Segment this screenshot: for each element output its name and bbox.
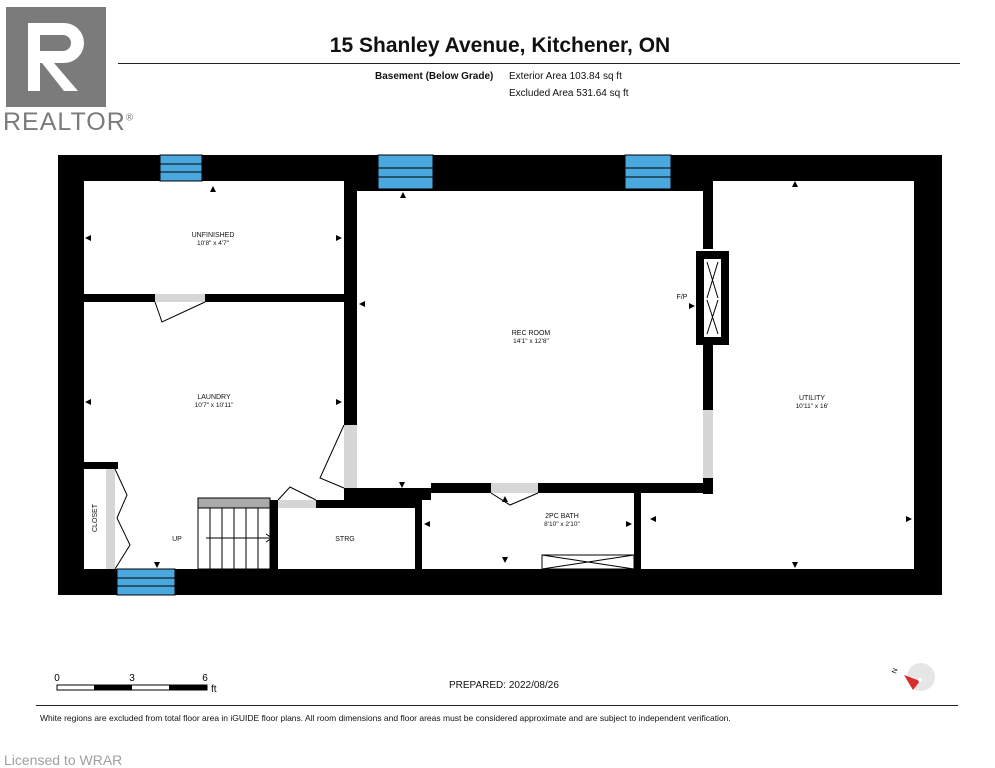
room-rec-dims: 14'1" x 12'8" (513, 338, 549, 345)
room-bath-name: 2PC BATH (545, 513, 579, 520)
prepared-date: PREPARED: 2022/08/26 (449, 680, 559, 691)
realtor-logo-icon (6, 7, 106, 107)
excluded-area: Excluded Area 531.64 sq ft (509, 88, 629, 99)
interior-walls (84, 169, 914, 570)
level-label: Basement (Below Grade) (375, 71, 494, 82)
room-laundry-name: LAUNDRY (197, 394, 231, 401)
footer-rule (36, 705, 958, 706)
compass-icon (904, 663, 935, 691)
footnote: White regions are excluded from total fl… (40, 713, 731, 723)
room-utility-dims: 10'11" x 16' (796, 403, 829, 410)
windows (116, 154, 672, 596)
window-unfinished (159, 154, 203, 182)
room-unfinished-name: UNFINISHED (192, 232, 235, 239)
outer-walls (58, 155, 942, 595)
compass-label: N (891, 668, 899, 675)
dimension-arrows (85, 181, 912, 568)
scale-tick-3: 3 (129, 673, 135, 684)
room-closet-name: CLOSET (92, 503, 99, 532)
window-rec-room-1 (377, 154, 434, 190)
bath-fixture (541, 554, 635, 570)
doors (106, 294, 713, 569)
scale-unit: ft (211, 684, 217, 695)
stairs (197, 497, 273, 570)
room-unfinished-dims: 10'8" x 4'7" (197, 240, 230, 247)
licensed-watermark: Licensed to WRAR (4, 752, 123, 768)
stairs-label: UP (172, 536, 182, 543)
exterior-area: Exterior Area 103.84 sq ft (509, 71, 622, 82)
room-utility-name: UTILITY (799, 395, 825, 402)
fireplace-label: F/P (677, 294, 688, 301)
scale-tick-0: 0 (54, 673, 60, 684)
window-rec-room-2 (624, 154, 672, 190)
realtor-wordmark: REALTOR® (3, 108, 135, 136)
door-swings (114, 301, 539, 570)
room-rec-name: REC ROOM (512, 330, 551, 337)
title-rule (118, 63, 960, 64)
fireplace-icon (696, 251, 729, 345)
scale-bar (56, 684, 208, 691)
page-title: 15 Shanley Avenue, Kitchener, ON (329, 34, 671, 57)
scale-tick-6: 6 (202, 673, 208, 684)
room-bath-dims: 8'10" x 2'10" (544, 521, 580, 528)
window-laundry (116, 568, 176, 596)
room-strg-name: STRG (335, 536, 354, 543)
room-laundry-dims: 10'7" x 10'11" (195, 402, 234, 409)
